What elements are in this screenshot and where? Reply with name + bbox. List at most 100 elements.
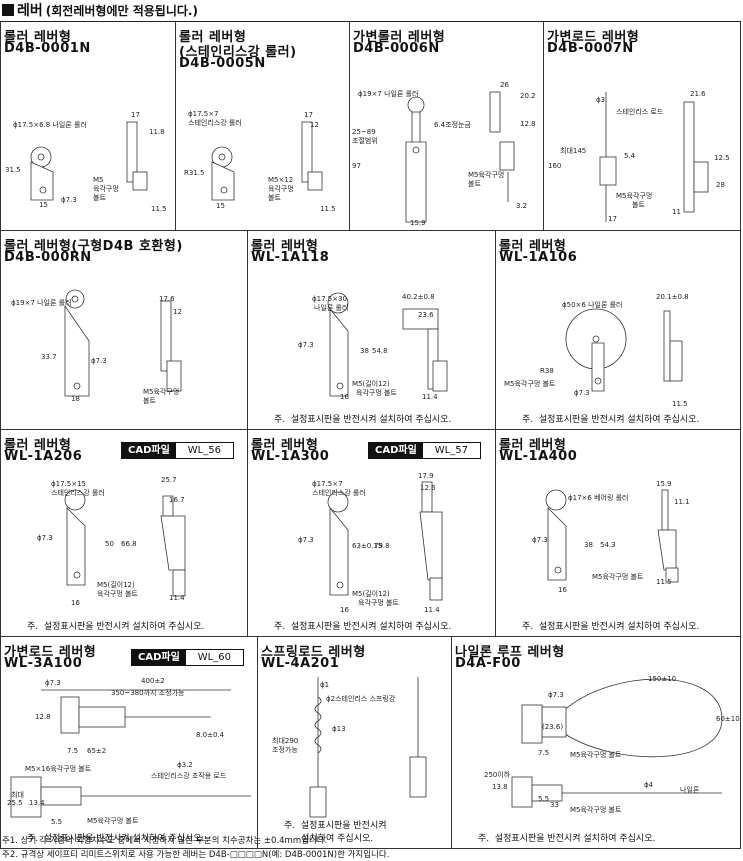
dimension-label: (23.6)	[542, 723, 563, 731]
lever-model-label: D4B-0007N	[547, 41, 634, 56]
dimension-label: M5육각구멍 볼트	[504, 379, 556, 388]
dimension-label: 스테인리스강 롤러	[188, 118, 242, 127]
dimension-label: 25~89	[352, 128, 376, 136]
dimension-label: ϕ2스테인리스 스프링강	[326, 694, 396, 703]
lever-type-label: 롤러 레버형	[4, 30, 72, 45]
dimension-label: 3.2	[516, 202, 527, 210]
dimension-label: 23.6	[418, 311, 434, 319]
dimension-label: 최대290	[272, 736, 298, 745]
dimension-label: 60±10	[716, 715, 740, 723]
lever-type-label: 가변롤러 레버형	[353, 30, 446, 45]
dimension-label: 11.5	[672, 400, 688, 408]
dimension-label: ϕ7.3	[91, 357, 107, 365]
dimension-label: ϕ17×6 베어링 롤러	[568, 493, 629, 502]
dimension-label: 13.8	[492, 783, 508, 791]
lever-model-label: D4B-000RN	[4, 250, 92, 265]
dimension-label: 25.5	[7, 799, 23, 807]
dimension-label: 50	[105, 540, 114, 548]
dimension-label: 15	[216, 202, 225, 210]
title-main: 레버	[17, 3, 43, 19]
dimension-label: 31.5	[5, 166, 21, 174]
dimension-label: 볼트	[468, 179, 481, 188]
lever-type-label: 롤러 레버형	[251, 438, 319, 453]
dimension-label: 볼트	[268, 193, 281, 202]
dimension-label: 18	[71, 395, 80, 403]
dimension-label: 6.4조정눈금	[434, 120, 471, 129]
dimension-label: M5(길이12)	[352, 379, 390, 388]
dimension-label: 11.4	[422, 393, 438, 401]
dimension-label: 7.5	[538, 749, 549, 757]
dimension-drawing: ϕ17.5×6.8 나일론 롤러1711.831.515ϕ7.3M5육각구멍볼트…	[5, 111, 167, 213]
dimension-label: 16	[340, 393, 349, 401]
dimension-label: 38	[360, 347, 369, 355]
dimension-label: 12	[310, 121, 319, 129]
lever-type-label: 가변로드 레버형	[547, 30, 640, 45]
lever-model-label: WL-1A300	[251, 449, 330, 464]
dimension-label: M5육각구멍	[616, 191, 652, 200]
dimension-label: 5.4	[624, 152, 636, 160]
dimension-label: 7.5	[67, 747, 78, 755]
dimension-label: ϕ7.3	[61, 196, 77, 204]
cad-file-label: CAD파일	[132, 650, 186, 665]
dimension-label: 28	[716, 181, 725, 189]
dimension-label: 11.5	[151, 205, 167, 213]
dimension-label: M5×16육각구멍 볼트	[25, 764, 92, 773]
dimension-label: 12.6	[420, 484, 436, 492]
dimension-label: 79.8	[374, 542, 390, 550]
dimension-label: ϕ7.3	[298, 536, 314, 544]
dimension-label: 스테인리스 로드	[616, 107, 664, 116]
lever-model-label: WL-1A118	[251, 250, 330, 265]
dimension-label: 12.8	[520, 120, 536, 128]
dimension-label: 8.0±0.4	[196, 731, 225, 739]
dimension-label: 11	[672, 208, 681, 216]
dimension-label: ϕ4	[644, 781, 654, 789]
dimension-label: 38	[584, 541, 593, 549]
dimension-label: 160	[548, 162, 561, 170]
install-note: 주. 설정표시판을 반전시켜 설치하여 주십시오.	[522, 415, 700, 425]
dimension-label: 400±2	[141, 677, 165, 685]
dimension-label: 15.9	[410, 219, 426, 227]
dimension-label: 조정가능	[272, 745, 298, 754]
dimension-label: 17.6	[159, 295, 175, 303]
dimension-label: M5육각구멍 볼트	[570, 805, 622, 814]
dimension-label: ϕ3	[596, 96, 605, 104]
dimension-label: 나일론	[680, 785, 700, 794]
dimension-label: M5육각구멍 볼트	[592, 572, 644, 581]
dimension-label: ϕ7.3	[37, 534, 53, 542]
dimension-label: ϕ7.3	[298, 341, 314, 349]
dimension-label: ϕ17.5×30	[312, 295, 347, 303]
install-note: 주. 설정표시판을 반전시켜 설치하여 주십시오.	[284, 821, 387, 844]
dimension-label: 5.5	[51, 818, 62, 826]
lever-model-label: WL-3A100	[4, 656, 83, 671]
dimension-label: M5×12	[268, 176, 293, 184]
dimension-label: 66.8	[121, 540, 137, 548]
dimension-label: ϕ17.5×7	[312, 480, 343, 488]
dimension-label: 13.4	[29, 799, 45, 807]
lever-model-label: D4A-F00	[455, 656, 521, 671]
title-square-icon	[2, 4, 14, 16]
lever-type-label: 롤러 레버형	[251, 239, 319, 254]
dimension-label: R31.5	[184, 169, 204, 177]
dimension-label: ϕ50×6 나일론 롤러	[562, 300, 623, 309]
dimension-label: 스테인리스강 롤러	[51, 488, 105, 497]
dimension-label: 최대	[11, 790, 24, 799]
dimension-label: 16	[340, 606, 349, 614]
dimension-label: 11.4	[424, 606, 440, 614]
